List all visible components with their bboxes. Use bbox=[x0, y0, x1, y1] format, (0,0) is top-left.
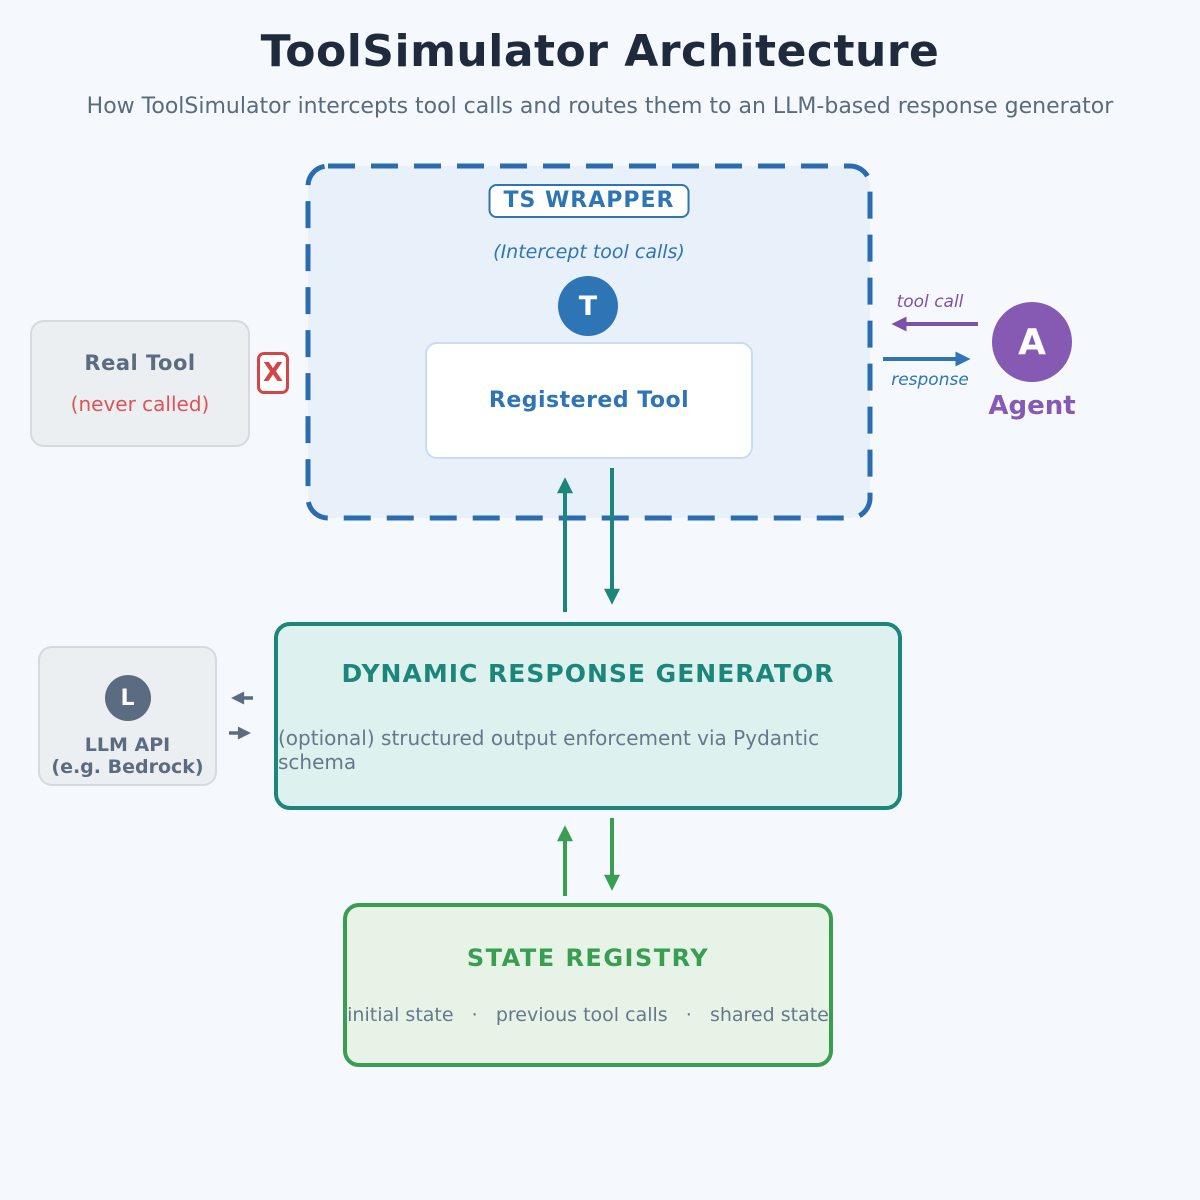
diagram-header: ToolSimulator Architecture How ToolSimul… bbox=[0, 26, 1200, 120]
blocked-x-icon: X bbox=[257, 352, 289, 394]
llm-api-subtitle: (e.g. Bedrock) bbox=[51, 756, 204, 778]
ts-wrapper-badge: TS WRAPPER bbox=[488, 184, 690, 218]
llm-icon-letter: L bbox=[120, 685, 135, 711]
page-subtitle: How ToolSimulator intercepts tool calls … bbox=[86, 94, 1114, 119]
state-registry-title: STATE REGISTRY bbox=[466, 944, 710, 972]
state-registry-items: initial state · previous tool calls · sh… bbox=[347, 1004, 829, 1026]
real-tool-title: Real Tool bbox=[84, 351, 196, 375]
llm-api-title: LLM API bbox=[84, 734, 171, 756]
generator-subtitle: (optional) structured output enforcement… bbox=[278, 725, 820, 774]
real-tool-note: (never called) bbox=[70, 392, 210, 416]
tool-call-arrow-label: tool call bbox=[896, 292, 964, 312]
llm-api-box: L LLM API (e.g. Bedrock) bbox=[38, 646, 217, 786]
agent-icon: A bbox=[992, 302, 1072, 382]
registered-tool-box: Registered Tool bbox=[425, 342, 753, 459]
real-tool-box: Real Tool (never called) bbox=[30, 320, 250, 447]
generator-box: DYNAMIC RESPONSE GENERATOR (optional) st… bbox=[274, 622, 902, 810]
agent-icon-letter: A bbox=[1018, 321, 1046, 363]
tool-icon: T bbox=[558, 276, 618, 336]
response-arrow-label: response bbox=[891, 370, 969, 390]
state-registry-box: STATE REGISTRY initial state · previous … bbox=[343, 903, 833, 1067]
agent-label: Agent bbox=[988, 391, 1076, 421]
registered-tool-label: Registered Tool bbox=[488, 388, 690, 413]
generator-title: DYNAMIC RESPONSE GENERATOR bbox=[341, 658, 835, 688]
llm-icon: L bbox=[104, 675, 151, 721]
page-title: ToolSimulator Architecture bbox=[260, 26, 940, 77]
intercept-note: (Intercept tool calls) bbox=[493, 241, 685, 263]
tool-icon-letter: T bbox=[578, 290, 598, 322]
